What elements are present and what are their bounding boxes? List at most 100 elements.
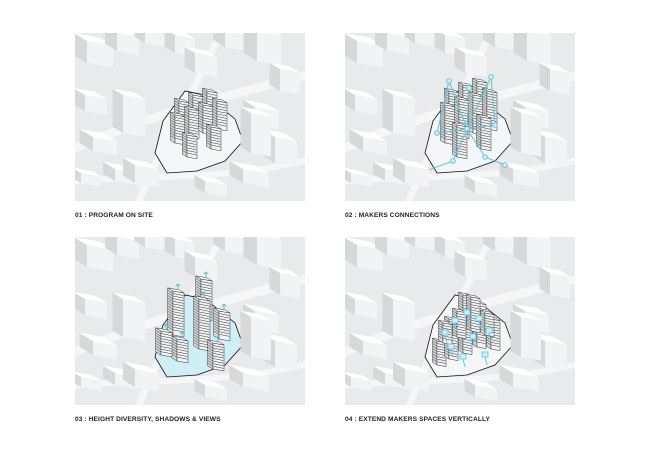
floor-line <box>212 108 217 112</box>
floor-line <box>452 135 457 139</box>
context-block <box>240 310 271 361</box>
floor-line <box>161 346 172 349</box>
floor-line <box>457 331 466 334</box>
block-face <box>205 385 227 401</box>
block-roof <box>206 124 222 130</box>
program-tower <box>213 307 231 342</box>
block-roof <box>184 250 217 261</box>
floor-line <box>476 132 481 136</box>
floor-line <box>217 111 227 114</box>
floor-line <box>214 328 219 332</box>
floor-line <box>173 308 184 312</box>
floor-line <box>212 116 217 120</box>
floor-line <box>481 134 491 138</box>
block-roof <box>184 46 217 57</box>
floor-line <box>452 313 457 317</box>
block-roof <box>480 310 495 315</box>
program-tower <box>167 287 185 338</box>
floor-line <box>459 116 469 120</box>
floor-line <box>203 112 213 115</box>
floor-line <box>211 137 221 140</box>
floor-line <box>437 345 446 349</box>
block-side <box>510 310 521 357</box>
floor-line <box>196 286 201 290</box>
floor-line <box>188 94 193 98</box>
block-roof <box>170 112 186 118</box>
floor-line <box>438 335 443 339</box>
floor-line <box>476 129 481 133</box>
maker-space-link <box>450 348 454 358</box>
floor-line <box>199 329 210 333</box>
floor-line <box>189 124 199 127</box>
floor-line <box>182 147 187 151</box>
floor-line <box>189 126 199 130</box>
floor-line <box>189 113 199 117</box>
floor-line <box>173 321 184 325</box>
floor-line <box>170 122 175 126</box>
program-tower <box>206 123 222 152</box>
diagram-panel-program-on-site <box>75 33 305 201</box>
block-roof <box>349 332 387 346</box>
floor-line <box>432 356 437 360</box>
foreground-context <box>112 88 271 188</box>
block-side <box>75 373 81 387</box>
floor-line <box>457 318 466 321</box>
floor-line <box>156 340 161 345</box>
block-side <box>269 62 280 91</box>
block-roof <box>112 292 145 303</box>
floor-line <box>219 326 230 329</box>
block-roof <box>202 88 218 94</box>
block-roof <box>75 33 113 46</box>
floor-line <box>480 328 485 332</box>
block-side <box>184 46 195 73</box>
floor-line <box>173 324 184 328</box>
floor-line <box>468 107 473 111</box>
floor-line <box>198 104 203 108</box>
floor-line <box>199 322 210 325</box>
block-side <box>349 332 363 355</box>
context-block <box>79 128 117 156</box>
floor-line <box>480 312 485 316</box>
floor-line <box>161 351 172 355</box>
floor-line <box>444 318 449 322</box>
floor-line <box>449 349 458 353</box>
floor-line <box>440 117 445 121</box>
floor-line <box>457 323 466 326</box>
block-face <box>257 33 281 66</box>
context-block <box>105 33 139 55</box>
floor-line <box>457 315 466 319</box>
floor-line <box>198 112 203 116</box>
context-block <box>454 250 487 281</box>
block-side <box>434 237 445 257</box>
block-face <box>87 245 113 272</box>
floor-line <box>184 108 189 112</box>
floor-line <box>214 331 219 335</box>
program-towers <box>170 87 228 160</box>
block-face <box>145 33 169 48</box>
block-side <box>375 237 387 255</box>
floor-line <box>466 322 471 326</box>
context-block <box>454 46 487 77</box>
block-side <box>382 292 393 337</box>
block-face <box>93 137 117 156</box>
block-roof <box>213 307 231 314</box>
floor-line <box>199 319 210 323</box>
floor-line <box>457 137 467 141</box>
floor-line <box>189 121 199 125</box>
floor-line <box>161 341 172 344</box>
block-roof <box>345 168 371 177</box>
floor-line <box>468 102 473 106</box>
floor-line <box>156 332 161 337</box>
floor-line <box>193 97 203 100</box>
floor-line <box>212 100 217 104</box>
foreground-context <box>112 292 271 392</box>
floor-line <box>188 99 193 103</box>
context-block <box>434 237 465 261</box>
floor-line <box>477 83 487 86</box>
maker-space-link <box>484 356 488 366</box>
floor-line <box>170 114 175 118</box>
floor-line <box>217 103 227 106</box>
context-block <box>539 266 570 299</box>
diagram-panel-makers-connections <box>345 33 575 201</box>
floor-line <box>184 129 189 133</box>
